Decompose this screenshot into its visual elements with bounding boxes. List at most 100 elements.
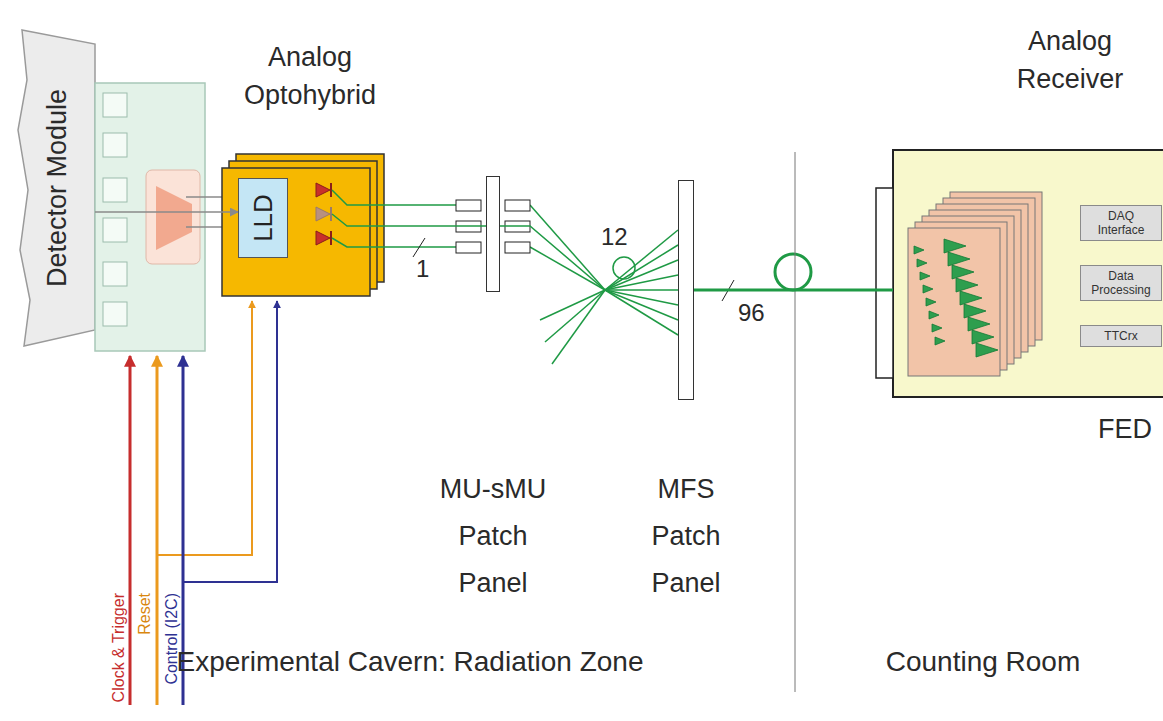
amplifier-arrays <box>956 278 978 292</box>
signal-name: Reset <box>136 593 153 635</box>
fed-board <box>893 150 1163 397</box>
fibers <box>332 214 370 226</box>
receiver-board: Analog ReceiverFEDDAQ InterfaceData Proc… <box>893 150 1163 397</box>
receiver-cards <box>922 216 1014 364</box>
control-wires <box>183 301 277 582</box>
laser-driver-chip: LLD <box>238 178 288 258</box>
module-label: Data Processing <box>1081 266 1161 300</box>
fiber-connectors <box>505 221 530 232</box>
front-end-hybrid <box>103 178 127 202</box>
multiplexer-arrows <box>186 226 236 228</box>
module-label: TTCrx <box>1081 326 1161 346</box>
zone-label: Experimental Cavern: Radiation Zone <box>177 645 644 679</box>
fiber-connectors <box>456 200 481 211</box>
fibers <box>605 290 678 335</box>
fibers <box>605 260 678 290</box>
fibers <box>605 275 678 290</box>
amplifier-arrays <box>948 252 970 266</box>
fiber-connectors <box>505 242 530 253</box>
optohybrid-card: Analog OptohybridLLD <box>222 168 370 296</box>
board-label: FED <box>1095 410 1155 448</box>
fiber-connectors <box>456 221 481 232</box>
module-box: DAQ Interface <box>1080 205 1162 241</box>
laser-diodes <box>330 231 332 245</box>
multiplexer-arrows <box>186 197 236 227</box>
panel-label: MFS Patch Panel <box>624 466 748 607</box>
receiver-cards <box>943 198 1035 346</box>
front-end-hybrid <box>103 218 127 242</box>
zone-divider <box>795 152 796 692</box>
laser-diodes <box>316 183 331 245</box>
amplifier-arrays <box>976 343 998 357</box>
laser-diodes <box>330 207 332 221</box>
fiber-count: 1 <box>416 256 429 282</box>
fibers <box>332 190 456 205</box>
fiber-count: 12 <box>601 224 628 250</box>
amplifier-arrays <box>952 265 974 279</box>
signal-name: Clock & Trigger <box>110 593 127 702</box>
multiplexer-arrows <box>186 196 236 198</box>
amplifier-arrays <box>923 285 933 293</box>
optohybrid-cards <box>222 154 384 296</box>
fibers <box>530 205 605 290</box>
patch-panel: MU-sMU Patch Panel <box>486 176 500 292</box>
fibers <box>613 257 635 279</box>
fiber-cable <box>694 289 893 292</box>
amplifier-arrays <box>960 291 982 305</box>
amplifier-arrays <box>917 259 927 267</box>
receiver-cards <box>915 222 1007 370</box>
fiber-connectors <box>456 242 481 253</box>
front-end-hybrid <box>103 262 127 286</box>
amplifier-arrays <box>914 239 998 357</box>
fibers <box>332 238 456 247</box>
front-end-hybrid <box>103 133 127 157</box>
detector-module-shape <box>18 30 95 346</box>
receiver-cards <box>908 192 1042 376</box>
receiver-cards <box>908 228 1000 376</box>
optical-fiber <box>370 225 486 227</box>
front-end-hybrid <box>95 83 205 351</box>
fibers <box>605 290 678 305</box>
fiber-count-slashes <box>413 238 425 257</box>
zone-divider <box>795 152 796 692</box>
module-box: Data Processing <box>1080 265 1162 301</box>
fibers <box>605 290 678 320</box>
receiver-cards <box>936 204 1028 352</box>
fiber-connectors <box>505 200 530 211</box>
receiver-cards <box>929 210 1021 358</box>
detector-module: Detector Module <box>18 30 95 346</box>
fibers <box>552 290 605 364</box>
patch-panel: MFS Patch Panel <box>678 180 694 400</box>
laser-diodes <box>330 183 332 197</box>
module-label: DAQ Interface <box>1081 206 1161 240</box>
control-wires <box>156 356 159 705</box>
front-end-hybrid <box>95 83 205 351</box>
front-end-hybrid <box>156 186 192 250</box>
fibers <box>775 254 811 290</box>
amplifier-arrays <box>935 337 945 345</box>
fibers <box>540 290 605 320</box>
amplifier-arrays <box>932 324 942 332</box>
control-wires <box>157 301 252 555</box>
amplifier-arrays <box>944 239 966 253</box>
component-heading: Analog Receiver <box>995 22 1145 98</box>
chip-label: LLD <box>248 194 279 242</box>
fibers <box>545 290 605 342</box>
fibers <box>605 245 678 290</box>
signal-arrow <box>95 211 238 213</box>
amplifier-arrays <box>926 298 936 306</box>
laser-diodes <box>316 231 330 245</box>
fibers <box>530 247 605 290</box>
amplifier-arrays <box>972 330 994 344</box>
amplifier-arrays <box>929 311 939 319</box>
control-wires <box>130 301 277 705</box>
zone-label: Counting Room <box>886 645 1081 679</box>
fed-board <box>876 150 1163 397</box>
front-end-hybrid <box>103 302 127 326</box>
front-end-hybrid <box>103 93 127 117</box>
module-box: TTCrx <box>1080 325 1162 347</box>
amplifier-arrays <box>968 317 990 331</box>
optical-fiber <box>500 226 678 290</box>
amplifier-arrays <box>914 246 924 254</box>
